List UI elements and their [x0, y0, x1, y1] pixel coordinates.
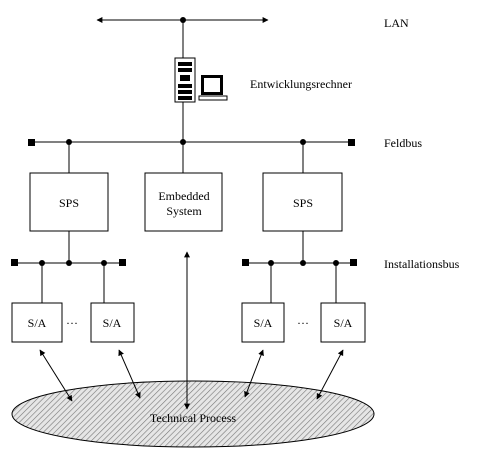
lan-label: LAN [384, 16, 409, 30]
monitor-icon [198, 75, 228, 101]
sps-right-box: SPS [262, 172, 343, 232]
process-arrows [39, 251, 344, 410]
fieldbus-label: Feldbus [384, 136, 422, 150]
sa-box-3: S/A [241, 302, 285, 343]
embedded-system-box: Embedded System [144, 172, 223, 232]
sa-1-label: S/A [28, 316, 47, 330]
tower-computer-icon [174, 57, 196, 103]
installation-bus-right [242, 259, 357, 266]
dev-computer-label: Entwicklungsrechner [250, 77, 352, 91]
sa-3-label: S/A [254, 316, 273, 330]
ellipsis-right: ··· [297, 316, 309, 330]
embedded-label-1: Embedded [158, 189, 209, 203]
embedded-label-2: System [166, 204, 202, 218]
sa-4-label: S/A [334, 316, 353, 330]
sps-left-label: SPS [59, 196, 79, 210]
sa-box-4: S/A [320, 302, 366, 343]
sa-2-label: S/A [103, 316, 122, 330]
sa-box-1: S/A [11, 302, 63, 343]
fieldbus [28, 139, 355, 146]
ellipsis-left: ··· [66, 316, 78, 330]
sps-right-label: SPS [293, 196, 313, 210]
arrow-sa1 [39, 349, 73, 402]
installation-bus-left [11, 259, 126, 266]
installation-bus-label: Installationsbus [384, 257, 460, 271]
technical-process-label: Technical Process [150, 411, 236, 425]
sps-left-box: SPS [29, 172, 109, 232]
arrow-sa4 [316, 349, 344, 400]
arrow-sa3 [244, 349, 264, 398]
arrow-sa2 [118, 349, 141, 399]
technical-process: Technical Process [11, 380, 375, 448]
sa-box-2: S/A [90, 302, 135, 343]
